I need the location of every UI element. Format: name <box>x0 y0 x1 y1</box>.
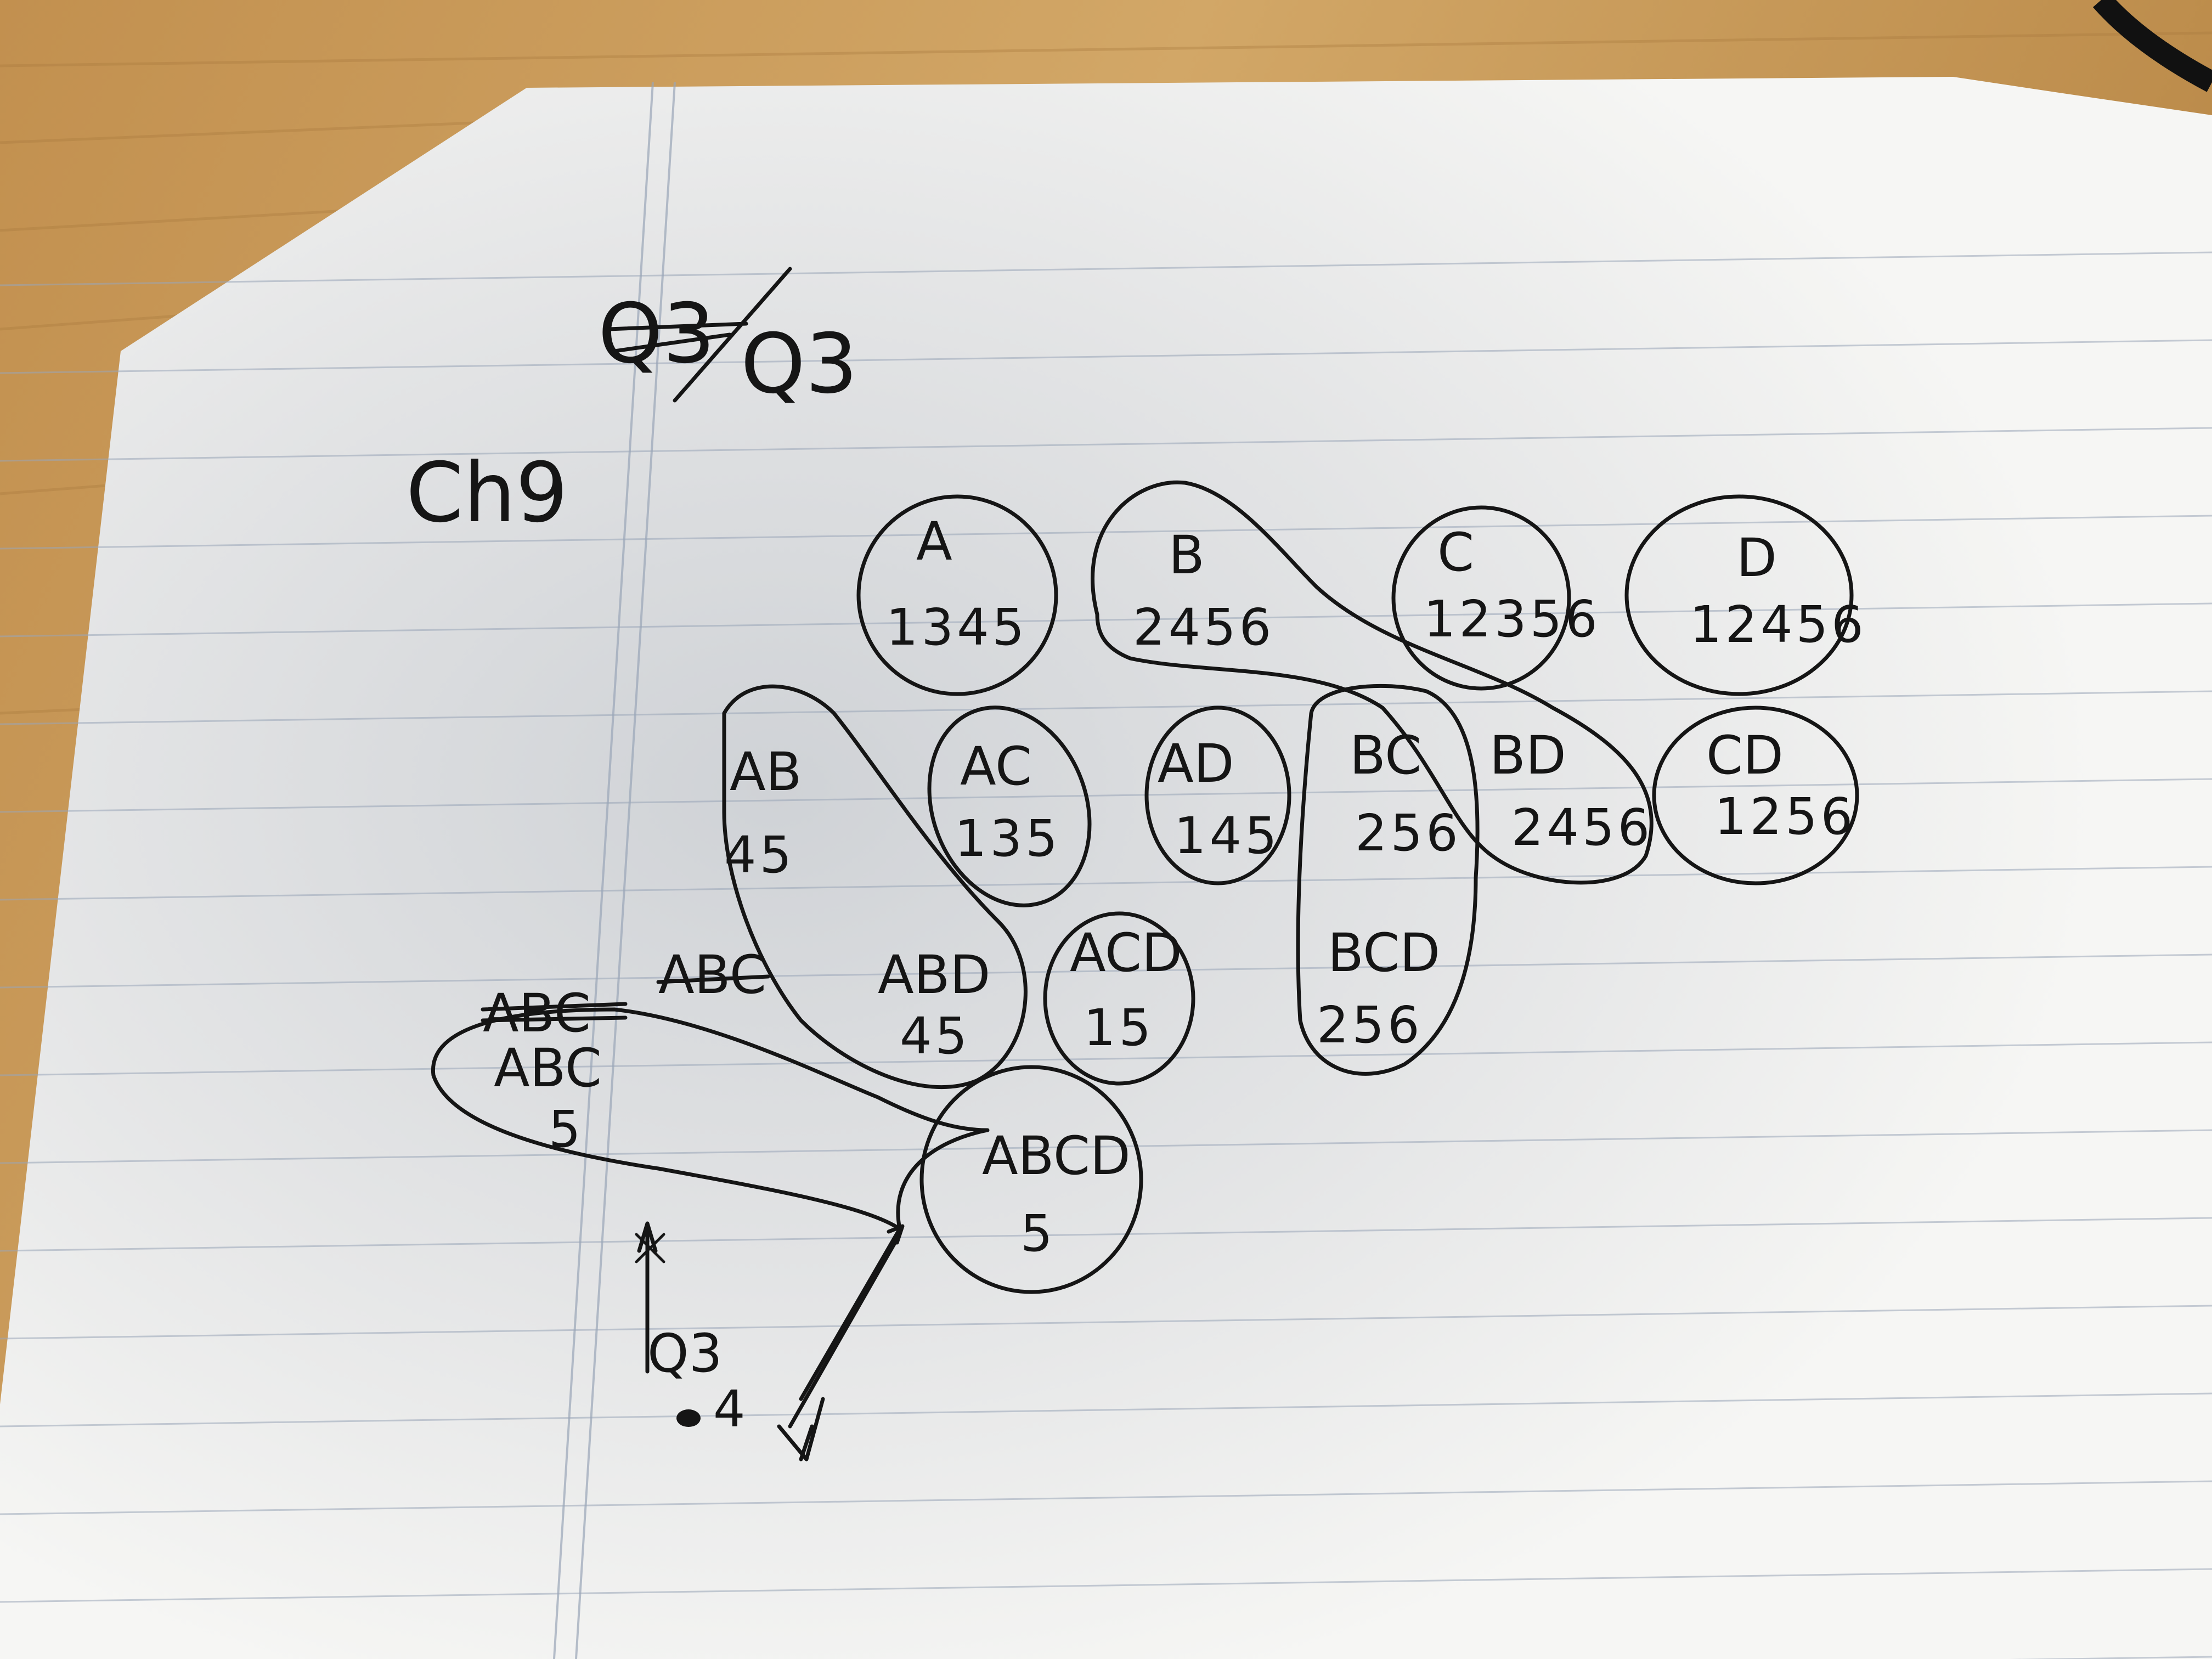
svg-text:D: D <box>1736 527 1777 589</box>
header-crossed-text: Q3 <box>598 286 715 382</box>
itemset-BD: BD 2456 <box>1489 725 1653 857</box>
ruled-line <box>0 251 2212 286</box>
ruled-line <box>0 778 2212 813</box>
itemset-BC-BCD: BC 256 BCD 256 <box>1296 684 1480 1076</box>
svg-text:AD: AD <box>1158 733 1234 794</box>
header-title: Q3 <box>741 317 858 412</box>
ruled-lines <box>0 251 2212 1659</box>
svg-text:135: 135 <box>955 809 1061 868</box>
ruled-line <box>0 1392 2212 1427</box>
svg-text:45: 45 <box>724 826 795 884</box>
itemset-ABCD: ABCD 5 <box>919 1065 1143 1294</box>
svg-text:ACD: ACD <box>1070 922 1182 984</box>
itemset-D: D 12456 <box>1624 494 1867 696</box>
axis-sketch-label: Q3 <box>647 1323 723 1384</box>
svg-text:12356: 12356 <box>1424 590 1601 648</box>
svg-text:256: 256 <box>1355 804 1462 862</box>
svg-text:2456: 2456 <box>1133 598 1274 657</box>
svg-text:AC: AC <box>960 736 1032 797</box>
svg-text:B: B <box>1169 524 1205 586</box>
svg-text:1256: 1256 <box>1714 787 1856 846</box>
itemset-A: A 1345 <box>856 494 1058 696</box>
itemset-AB: AB 45 <box>722 684 1028 1090</box>
itemset-ABC: ABC 5 <box>431 1007 990 1231</box>
svg-text:1345: 1345 <box>886 598 1028 657</box>
svg-text:12456: 12456 <box>1690 595 1867 654</box>
ruled-line <box>0 339 2212 374</box>
ruled-line <box>0 1480 2212 1515</box>
svg-text:5: 5 <box>1020 1204 1056 1263</box>
svg-text:ABD: ABD <box>878 944 990 1006</box>
header-crossed: Q3 <box>598 267 792 403</box>
ruled-line <box>0 1305 2212 1340</box>
ruled-line <box>0 953 2212 989</box>
svg-text:ABC: ABC <box>658 944 766 1006</box>
svg-text:A: A <box>916 511 952 572</box>
svg-text:145: 145 <box>1174 806 1280 865</box>
svg-text:C: C <box>1437 522 1474 583</box>
itemset-AC: AC 135 <box>927 706 1092 907</box>
svg-text:ABC: ABC <box>494 1037 602 1099</box>
svg-text:BC: BC <box>1350 725 1421 786</box>
itemset-CD: CD 1256 <box>1652 706 1859 885</box>
ruled-line <box>0 602 2212 637</box>
svg-text:BCD: BCD <box>1328 922 1440 984</box>
svg-text:CD: CD <box>1706 725 1784 786</box>
itemset-AD: AD 145 <box>1144 706 1291 885</box>
axis-sketch-digit: 4 <box>713 1380 749 1438</box>
ruled-line <box>0 1568 2212 1603</box>
svg-text:ABCD: ABCD <box>982 1125 1131 1187</box>
crossed-ABC-mid: ABC <box>656 944 770 1006</box>
ruled-line <box>0 515 2212 550</box>
ruled-line <box>0 1041 2212 1076</box>
svg-text:45: 45 <box>900 1007 970 1065</box>
svg-text:AB: AB <box>730 741 802 803</box>
svg-text:256: 256 <box>1317 996 1423 1054</box>
ruled-line <box>0 866 2212 901</box>
ruled-line <box>0 427 2212 462</box>
svg-text:2456: 2456 <box>1511 798 1653 857</box>
svg-text:15: 15 <box>1084 998 1154 1057</box>
itemset-ABD: ABD 45 <box>878 944 990 1065</box>
ruled-line <box>0 1129 2212 1164</box>
cable <box>2092 0 2212 92</box>
ruled-line <box>0 690 2212 725</box>
svg-text:5: 5 <box>549 1100 584 1159</box>
itemset-B: B 2456 <box>1091 480 1654 885</box>
chapter-label: Ch9 <box>406 445 568 541</box>
svg-text:BD: BD <box>1489 725 1566 786</box>
paper-sheet <box>0 77 2212 1659</box>
itemset-C: C 12356 <box>1391 505 1601 691</box>
margin-line <box>553 82 654 1659</box>
ruled-line <box>0 1217 2212 1252</box>
axis-sketch: Q3 4 <box>635 1221 905 1462</box>
itemset-ACD: ACD 15 <box>1043 911 1195 1086</box>
